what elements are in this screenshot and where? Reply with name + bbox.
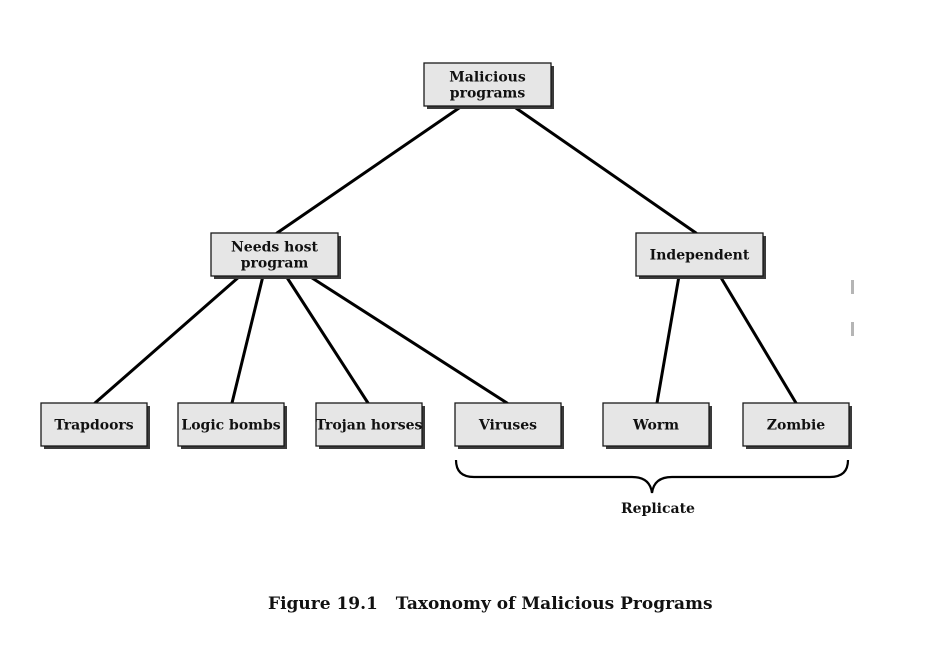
node-zombie-box [742,402,850,447]
node-zombie-label: Zombie [767,418,825,434]
node-logic-bombs-box [177,402,285,447]
node-independent-box [635,232,764,277]
margin-mark-bottom [851,322,854,336]
edge-needs-host-to-trojan-horses [284,274,370,405]
margin-mark-top [851,280,854,294]
edges-layer [93,104,798,405]
node-logic-bombs: Logic bombs [177,402,287,449]
edge-malicious-to-independent [511,104,698,235]
node-malicious-label: programs [450,86,526,102]
node-viruses-label: Viruses [478,418,537,434]
figure-number: Figure 19.1 [268,594,378,614]
figure-title: Taxonomy of Malicious Programs [396,594,713,614]
node-viruses: Viruses [454,402,564,449]
node-malicious-box [423,62,552,107]
edge-independent-to-zombie [718,274,798,405]
edge-needs-host-to-logic-bombs [230,274,265,405]
node-needs-host-label: Needs host [231,240,319,256]
node-worm: Worm [602,402,712,449]
edge-needs-host-to-viruses [307,274,509,405]
node-logic-bombs-label: Logic bombs [181,418,280,434]
replicate-brace [454,459,850,494]
node-zombie: Zombie [742,402,852,449]
node-trojan-horses-box [315,402,423,447]
node-malicious-label: Malicious [449,70,526,86]
node-trojan-horses: Trojan horses [315,402,425,449]
node-trapdoors: Trapdoors [40,402,150,449]
node-independent: Independent [635,232,766,279]
node-needs-host-box [210,232,339,277]
replicate-label: Replicate [621,501,695,517]
edge-malicious-to-needs-host [275,104,464,235]
node-trapdoors-box [40,402,148,447]
figure-caption: Figure 19.1 Taxonomy of Malicious Progra… [268,594,713,614]
node-needs-host-label: program [241,256,309,272]
edge-independent-to-worm [655,274,681,405]
node-trojan-horses-label: Trojan horses [316,418,423,434]
node-trapdoors-label: Trapdoors [54,418,133,434]
node-independent-label: Independent [650,248,750,264]
edge-needs-host-to-trapdoors [93,274,242,405]
node-worm-box [602,402,710,447]
node-viruses-box [454,402,562,447]
node-worm-label: Worm [632,418,679,434]
